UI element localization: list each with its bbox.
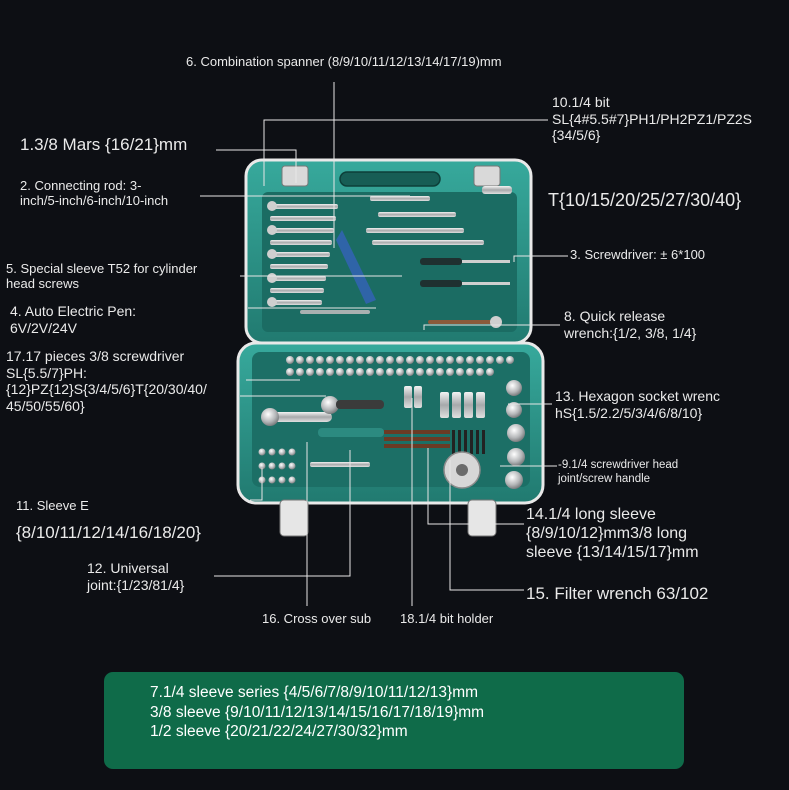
label-special-sleeve: 5. Special sleeve T52 for cylinder head … — [6, 261, 198, 292]
hex-keys — [452, 430, 485, 454]
label-connecting-rod: 2. Connecting rod: 3- inch/5-inch/6-inch… — [20, 178, 169, 209]
filter-wrench — [443, 451, 481, 489]
large-sockets — [505, 380, 525, 489]
sleeve-summary-box: 7.1/4 sleeve series {4/5/6/7/8/9/10/11/1… — [104, 672, 684, 769]
long-sockets — [404, 386, 485, 418]
label-bit-holder: 18.1/4 bit holder — [400, 611, 494, 626]
label-long-sleeve: 14.1/4 long sleeve {8/9/10/12}mm3/8 long… — [526, 506, 699, 561]
ratchet-handles — [261, 396, 384, 437]
bit-set — [384, 430, 450, 448]
summary-line-2: 3/8 sleeve {9/10/11/12/13/14/15/16/17/18… — [150, 704, 485, 721]
case-base — [236, 341, 545, 537]
label-screwdriver-head: -9.1/4 screwdriver head joint/screw hand… — [558, 459, 679, 485]
label-screwdriver-pieces: 17.17 pieces 3/8 screwdriver SL{5.5/7}PH… — [6, 348, 207, 414]
label-screwdriver: 3. Screwdriver: ± 6*100 — [570, 247, 706, 262]
socket-row — [286, 356, 514, 376]
label-hexagon-wrench: 13. Hexagon socket wrenc hS{1.5/2.2/5/3/… — [555, 388, 720, 421]
label-sleeve-e: 11. Sleeve E — [16, 498, 89, 513]
label-sleeve-e-sizes: {8/10/11/12/14/16/18/20} — [16, 523, 201, 542]
small-bits — [258, 448, 370, 484]
label-bit-set: 10.1/4 bit SL{4#5.5#7}PH1/PH2PZ1/PZ2S {3… — [552, 94, 753, 144]
label-electric-pen: 4. Auto Electric Pen: 6V/2V/24V — [10, 303, 137, 336]
summary-line-3: 1/2 sleeve {20/21/22/24/27/30/32}mm — [150, 723, 408, 740]
summary-line-1: 7.1/4 sleeve series {4/5/6/7/8/9/10/11/1… — [150, 684, 479, 701]
label-torx-sizes: T{10/15/20/25/27/30/40} — [548, 190, 742, 210]
label-filter-wrench: 15. Filter wrench 63/102 — [526, 584, 709, 603]
label-quick-release: 8. Quick release wrench:{1/2, 3/8, 1/4} — [564, 308, 697, 341]
leader-lines — [200, 82, 568, 606]
label-cross-over-sub: 16. Cross over sub — [262, 611, 372, 626]
screwdrivers — [420, 258, 510, 287]
summary-box-background — [104, 672, 684, 769]
case-lid — [244, 158, 533, 345]
label-combination-spanner: 6. Combination spanner (8/9/10/11/12/13/… — [186, 54, 502, 69]
label-universal-joint: 12. Universal joint:{1/23/81/4} — [87, 560, 185, 593]
label-mars: 1.3/8 Mars {16/21}mm — [20, 135, 188, 154]
extension-bars — [366, 186, 512, 245]
combination-spanners — [267, 201, 338, 307]
